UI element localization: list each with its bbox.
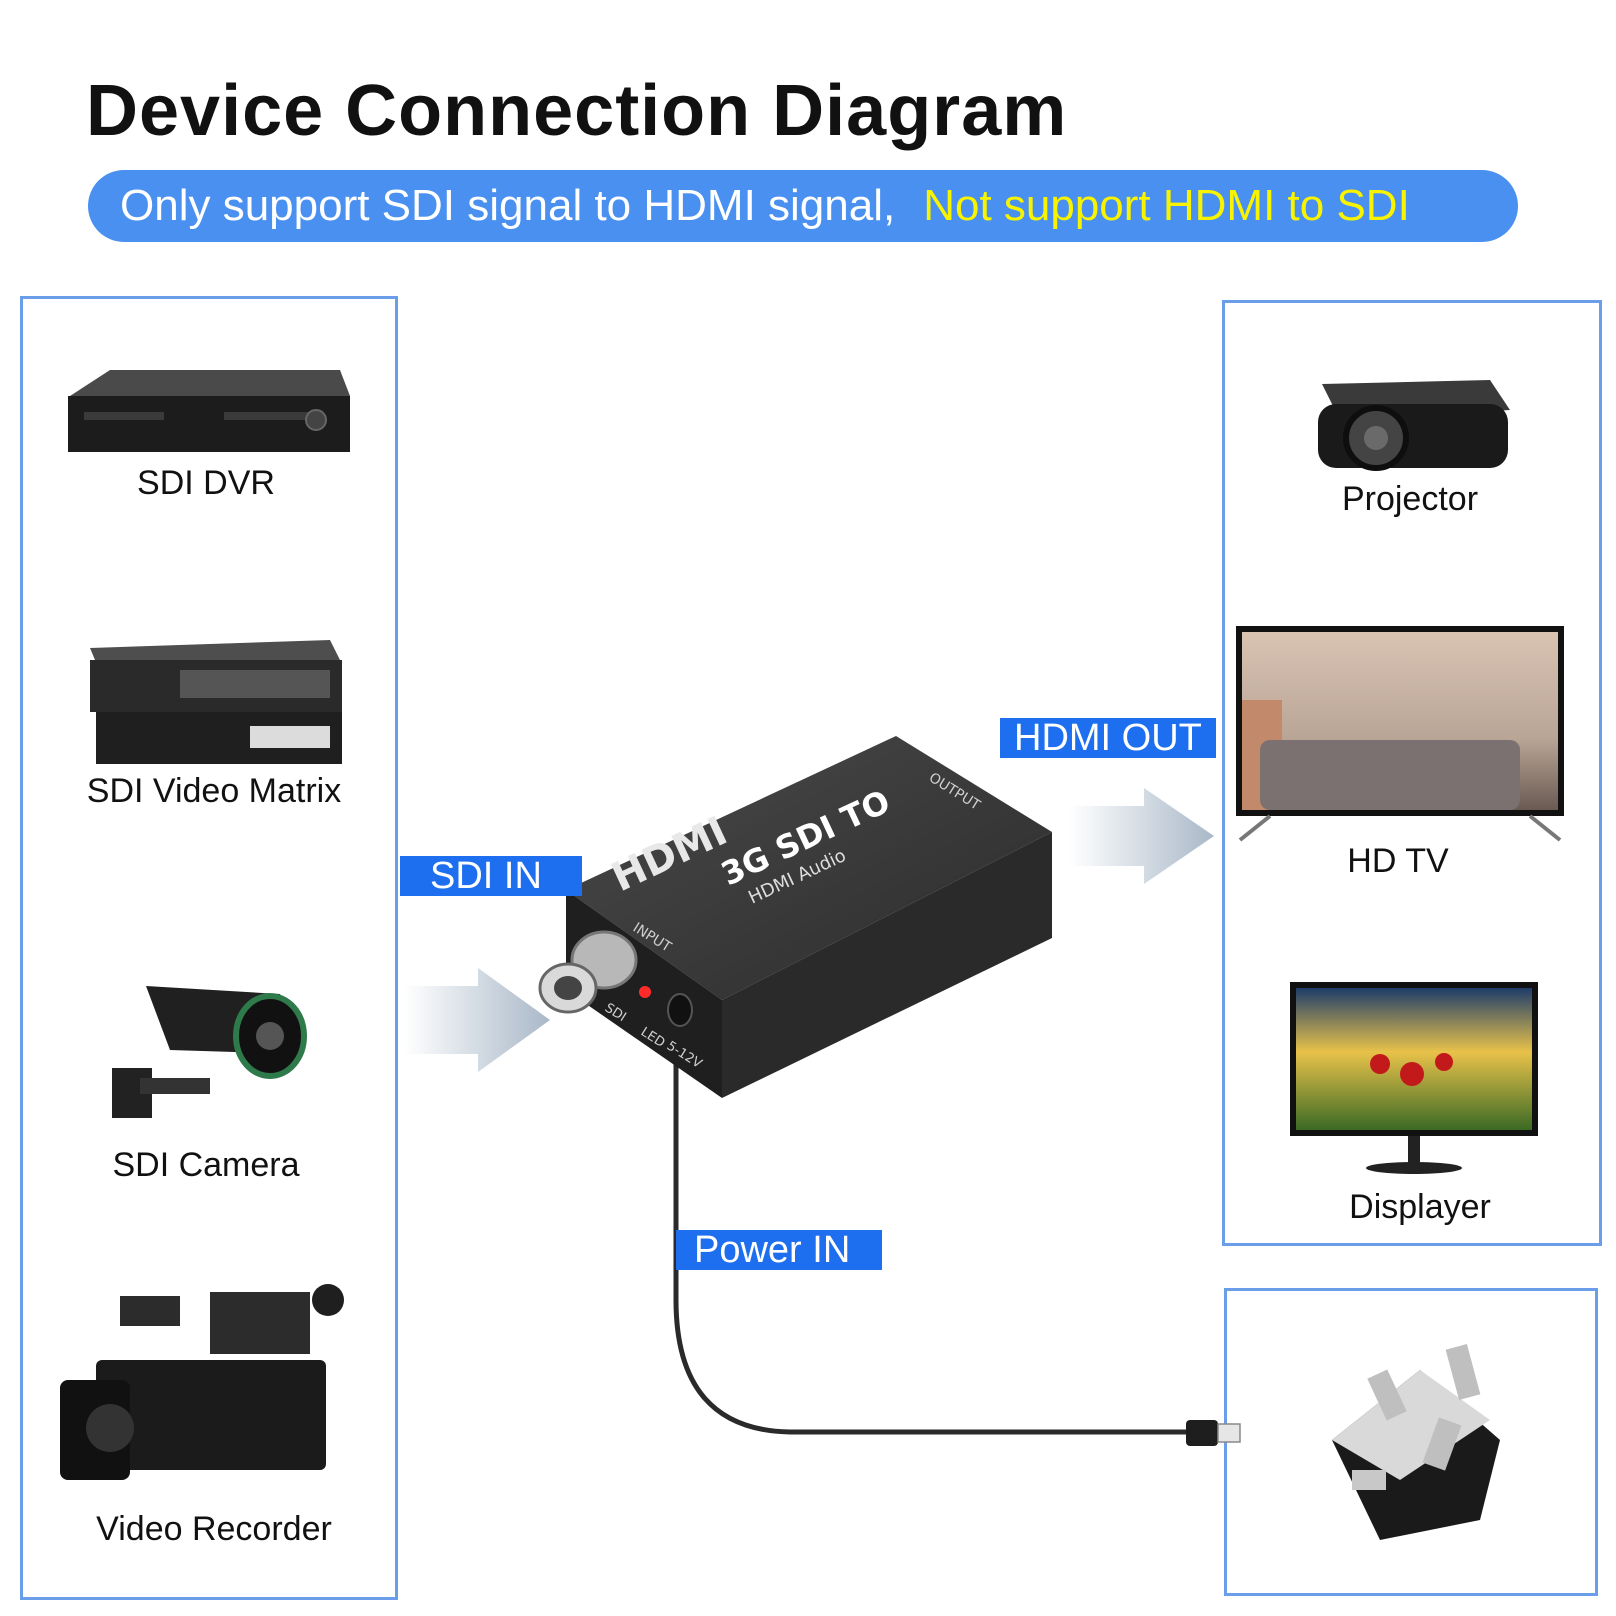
video-matrix-icon bbox=[90, 640, 342, 764]
dvr-icon bbox=[68, 370, 350, 452]
power-panel bbox=[1224, 1288, 1598, 1596]
source-label-dvr: SDI DVR bbox=[137, 464, 275, 502]
power-in-tag: Power IN bbox=[676, 1230, 882, 1270]
sdi-in-tag: SDI IN bbox=[400, 856, 582, 896]
source-label-video-matrix: SDI Video Matrix bbox=[86, 772, 342, 810]
sdi-hdmi-converter: HDMI 3G SDI TO HDMI Audio OUTPUT INPUT S… bbox=[538, 736, 1052, 1098]
sdi-in-arrow bbox=[404, 968, 550, 1072]
banner-text: Only support SDI signal to HDMI signal, bbox=[120, 181, 896, 230]
output-label-hd-tv: HD TV bbox=[1347, 842, 1449, 880]
support-banner: Only support SDI signal to HDMI signal, N… bbox=[88, 170, 1518, 242]
source-label-video-recorder: Video Recorder bbox=[96, 1510, 332, 1548]
led-indicator bbox=[639, 986, 651, 998]
camcorder-icon bbox=[60, 1284, 344, 1480]
dc-jack bbox=[667, 993, 693, 1027]
uk-power-adapter-icon bbox=[1332, 1344, 1500, 1540]
usb-plug bbox=[1186, 1420, 1241, 1446]
hdmi-out-arrow bbox=[1070, 788, 1214, 884]
power-cable bbox=[673, 1050, 1186, 1435]
projector-icon bbox=[1318, 380, 1510, 471]
hdmi-out-tag: HDMI OUT bbox=[1000, 718, 1216, 758]
output-label-displayer: Displayer bbox=[1349, 1188, 1491, 1226]
tv-icon bbox=[1236, 626, 1564, 842]
banner-highlight: Not support HDMI to SDI bbox=[923, 181, 1410, 230]
cctv-camera-icon bbox=[112, 986, 307, 1118]
bnc-connector bbox=[538, 930, 638, 1014]
page-title: Device Connection Diagram bbox=[86, 71, 1068, 151]
monitor-icon bbox=[1290, 982, 1538, 1174]
source-label-camera: SDI Camera bbox=[112, 1146, 300, 1184]
output-label-projector: Projector bbox=[1341, 480, 1479, 518]
